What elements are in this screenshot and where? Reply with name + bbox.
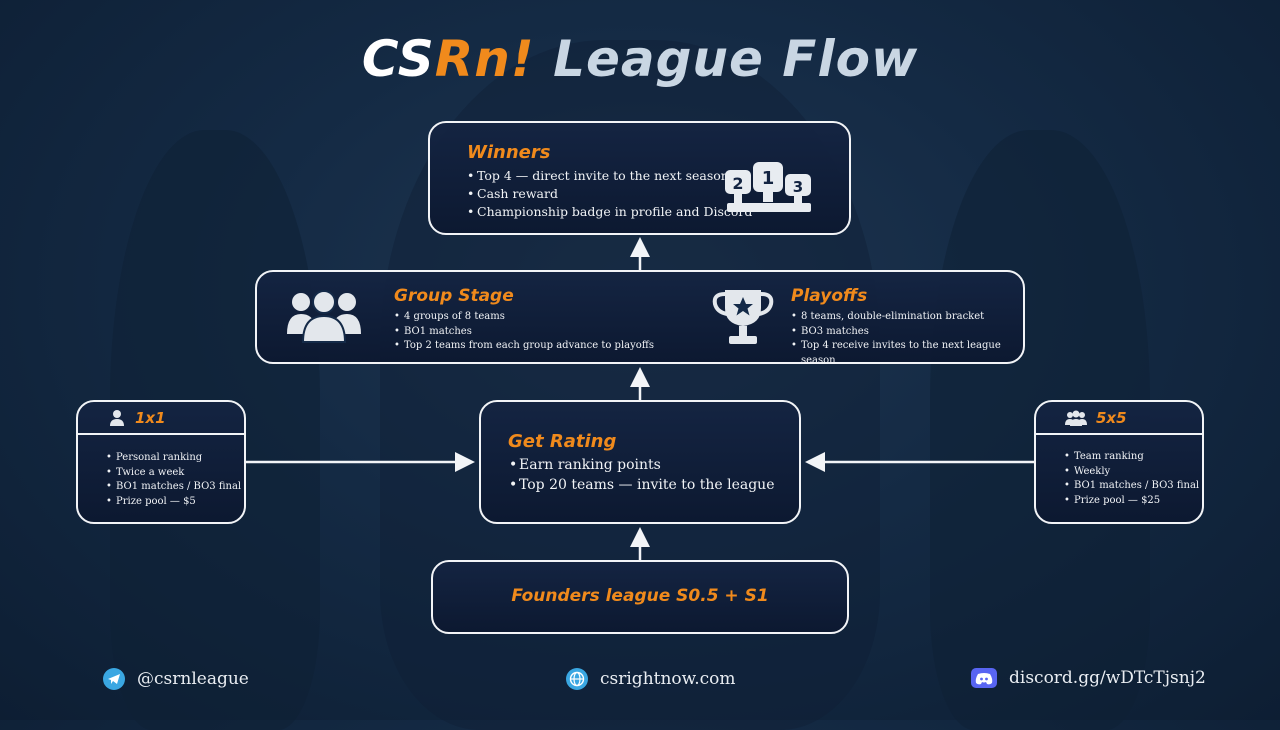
telegram-handle[interactable]: @csrnleague	[137, 669, 249, 689]
get-rating-item: Earn ranking points	[509, 455, 774, 476]
footer-website[interactable]: csrightnow.com	[566, 668, 735, 690]
title-league-flow: League Flow	[553, 30, 919, 88]
website-link[interactable]: csrightnow.com	[600, 669, 736, 689]
one-v-one-heading: 1x1	[135, 409, 166, 427]
podium-second: 2	[732, 174, 743, 193]
one-v-one-item: Prize pool — $5	[106, 495, 241, 510]
one-v-one-item: Personal ranking	[106, 451, 241, 466]
team-icon	[1065, 410, 1087, 426]
winners-item: Top 4 — direct invite to the next season…	[467, 167, 752, 185]
playoffs-item: 8 teams, double-elimination bracket	[791, 310, 1023, 325]
stages-box: Group Stage 4 groups of 8 teams BO1 matc…	[255, 270, 1025, 366]
winners-box: Winners Top 4 — direct invite to the nex…	[428, 121, 851, 235]
playoffs-list: 8 teams, double-elimination bracket BO3 …	[791, 310, 1023, 368]
five-v-five-item: BO1 matches / BO3 final	[1064, 479, 1199, 494]
footer-telegram[interactable]: @csrnleague	[103, 668, 249, 690]
page-title: CSRn! League Flow	[0, 30, 1280, 88]
winners-item: Championship badge in profile and Discor…	[467, 203, 752, 221]
group-stage-item: Top 2 teams from each group advance to p…	[394, 339, 654, 354]
five-v-five-list: Team ranking Weekly BO1 matches / BO3 fi…	[1064, 450, 1199, 508]
one-v-one-list: Personal ranking Twice a week BO1 matche…	[106, 451, 241, 509]
podium-third: 3	[793, 178, 803, 196]
five-v-five-item: Prize pool — $25	[1064, 494, 1199, 509]
winners-list: Top 4 — direct invite to the next season…	[467, 167, 752, 222]
winners-heading: Winners	[467, 142, 551, 163]
one-v-one-item: Twice a week	[106, 466, 241, 481]
telegram-icon	[103, 668, 125, 690]
get-rating-list: Earn ranking points Top 20 teams — invit…	[509, 455, 774, 496]
founders-box: Founders league S0.5 + S1	[431, 560, 849, 634]
five-v-five-heading: 5x5	[1096, 409, 1127, 427]
group-stage-heading: Group Stage	[394, 286, 514, 306]
globe-icon	[566, 668, 588, 690]
one-v-one-box: 1x1 Personal ranking Twice a week BO1 ma…	[76, 400, 246, 524]
footer-discord[interactable]: discord.gg/wDTcTjsnj2	[971, 668, 1206, 688]
group-stage-item: BO1 matches	[394, 325, 654, 340]
one-v-one-divider	[78, 433, 244, 435]
single-player-icon	[110, 410, 124, 426]
get-rating-box: Get Rating Earn ranking points Top 20 te…	[479, 400, 801, 524]
five-v-five-item: Weekly	[1064, 465, 1199, 480]
group-stage-list: 4 groups of 8 teams BO1 matches Top 2 te…	[394, 310, 654, 354]
get-rating-heading: Get Rating	[508, 431, 617, 452]
one-v-one-item: BO1 matches / BO3 final	[106, 480, 241, 495]
five-v-five-box: 5x5 Team ranking Weekly BO1 matches / BO…	[1034, 400, 1204, 524]
trophy-star-icon	[712, 290, 774, 344]
group-stage-item: 4 groups of 8 teams	[394, 310, 654, 325]
five-v-five-divider	[1036, 433, 1202, 435]
discord-icon	[971, 668, 997, 688]
discord-link[interactable]: discord.gg/wDTcTjsnj2	[1009, 668, 1206, 688]
group-people-icon	[287, 290, 361, 343]
get-rating-item: Top 20 teams — invite to the league	[509, 475, 774, 496]
winners-item: Cash reward	[467, 185, 752, 203]
playoffs-heading: Playoffs	[791, 286, 868, 306]
five-v-five-item: Team ranking	[1064, 450, 1199, 465]
trophy-podium-icon: 2 1 3	[725, 162, 811, 212]
podium-first: 1	[762, 168, 775, 189]
title-brand-rn: Rn!	[434, 30, 535, 88]
founders-label: Founders league S0.5 + S1	[511, 586, 769, 606]
playoffs-item: BO3 matches	[791, 325, 1023, 340]
title-brand-cs: CS	[361, 30, 435, 88]
playoffs-item: Top 4 receive invites to the next league…	[791, 339, 1023, 368]
